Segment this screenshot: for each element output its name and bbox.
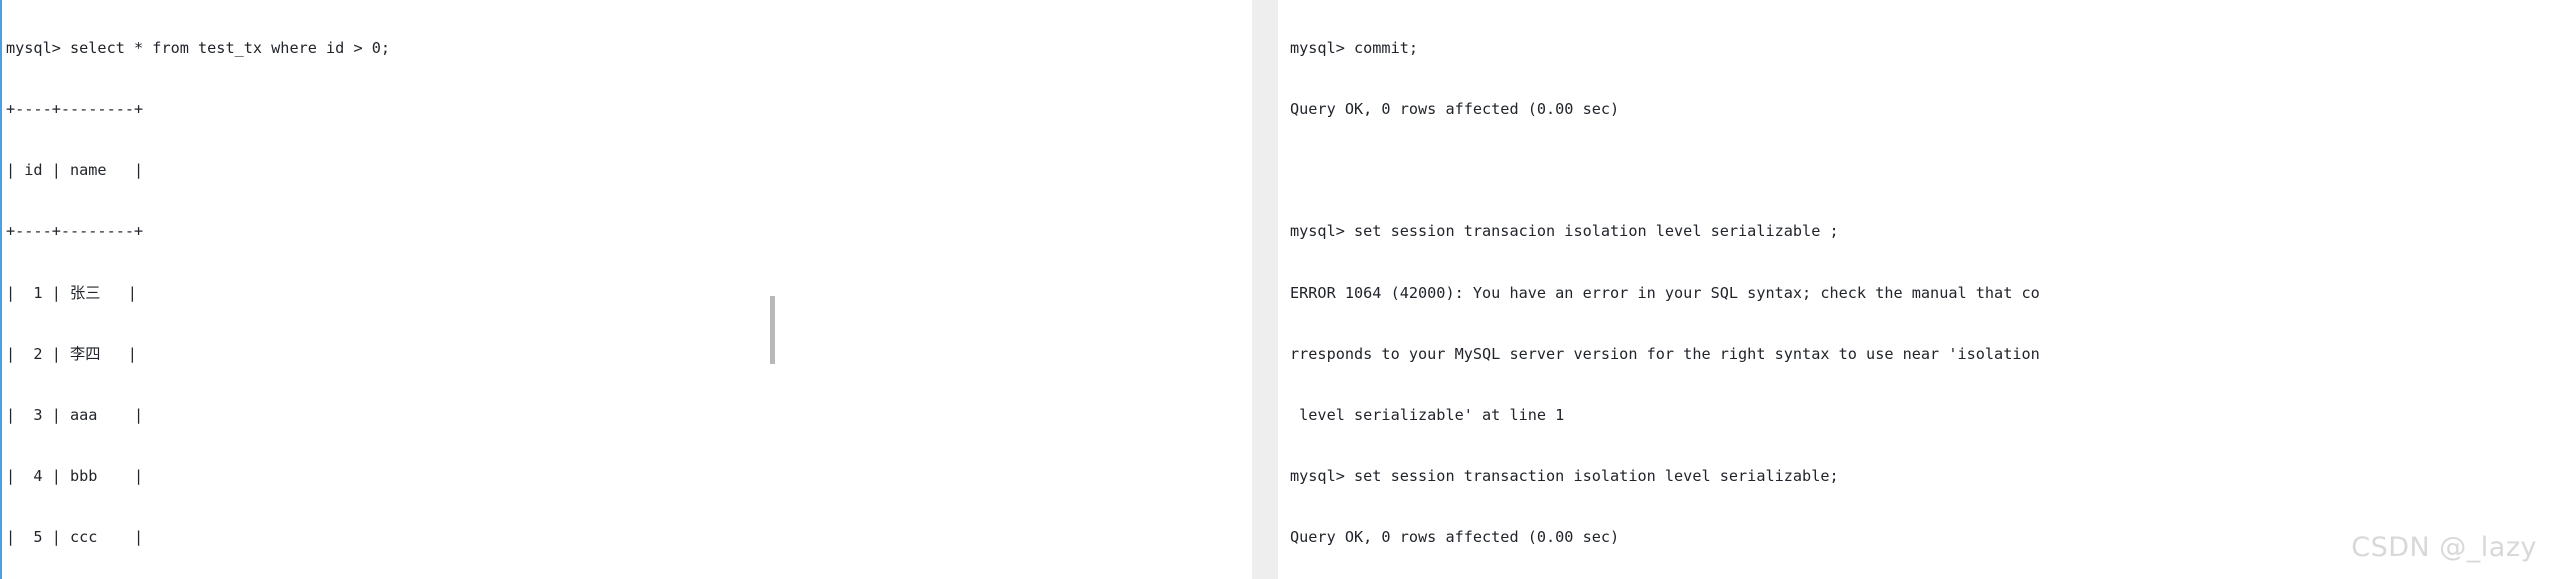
- terminal-line: | 4 | bbb |: [6, 467, 144, 486]
- pane-left-border: [0, 0, 2, 579]
- pane-divider-gutter: [1252, 0, 1278, 579]
- terminal-line: mysql> commit;: [1290, 38, 1419, 57]
- terminal-line: mysql> select * from test_tx where id > …: [6, 38, 391, 57]
- terminal-output-right: mysql> commit; Query OK, 0 rows affected…: [1290, 0, 2040, 579]
- terminal-line-blank: [1290, 160, 2040, 180]
- terminal-line-error: ERROR 1064 (42000): You have an error in…: [1290, 283, 2040, 302]
- csdn-watermark: CSDN @_lazy: [2351, 532, 2537, 563]
- terminal-line-error: rresponds to your MySQL server version f…: [1290, 344, 2040, 363]
- terminal-line: +----+--------+: [6, 100, 144, 119]
- terminal-line: +----+--------+: [6, 222, 144, 241]
- terminal-line: Query OK, 0 rows affected (0.00 sec): [1290, 100, 1620, 119]
- terminal-pane-right[interactable]: mysql> commit; Query OK, 0 rows affected…: [1290, 0, 2559, 579]
- terminal-line: mysql> set session transacion isolation …: [1290, 222, 1839, 241]
- terminal-line: Query OK, 0 rows affected (0.00 sec): [1290, 528, 1620, 547]
- terminal-line: | 3 | aaa |: [6, 406, 144, 425]
- terminal-line-error: level serializable' at line 1: [1290, 406, 1565, 425]
- scrollbar-thumb-left[interactable]: [770, 296, 775, 364]
- terminal-line: | id | name |: [6, 161, 144, 180]
- terminal-line: | 5 | ccc |: [6, 528, 144, 547]
- terminal-line: | 1 | 张三 |: [6, 283, 137, 302]
- terminal-pane-left[interactable]: mysql> select * from test_tx where id > …: [0, 0, 772, 579]
- terminal-line: mysql> set session transaction isolation…: [1290, 467, 1839, 486]
- terminal-line: | 2 | 李四 |: [6, 344, 137, 363]
- scrollbar-track-left[interactable]: [770, 0, 775, 579]
- terminal-output-left: mysql> select * from test_tx where id > …: [6, 0, 390, 579]
